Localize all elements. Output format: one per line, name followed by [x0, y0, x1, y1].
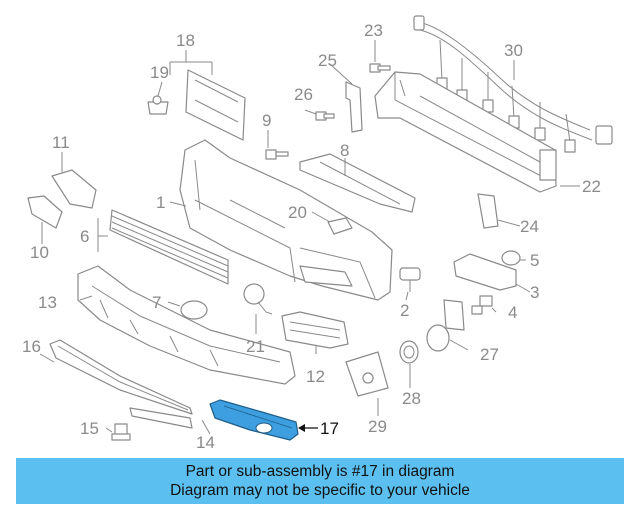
part-27-sensor — [426, 299, 465, 352]
part-23-bolt — [369, 63, 391, 73]
callouts: 1 2 3 4 5 6 7 8 9 10 11 12 13 14 15 16 1… — [22, 21, 601, 452]
part-8-upper-bracket — [299, 153, 416, 213]
part-11-bracket — [51, 169, 97, 209]
callout-16: 16 — [22, 337, 41, 356]
callout-5: 5 — [530, 251, 539, 270]
callout-6: 6 — [80, 227, 89, 246]
callout-1: 1 — [156, 193, 165, 212]
part-21-sensor-ring — [243, 283, 273, 315]
callout-11: 11 — [52, 133, 70, 152]
callout-30: 30 — [504, 41, 523, 60]
callout-9: 9 — [262, 111, 271, 130]
callout-17-highlighted: 17 — [320, 419, 339, 438]
callout-7: 7 — [152, 293, 161, 312]
callout-8: 8 — [340, 141, 349, 160]
callout-27: 27 — [480, 345, 499, 364]
callout-4: 4 — [508, 303, 517, 322]
info-banner: Part or sub-assembly is #17 in diagram D… — [16, 458, 624, 504]
leader-lines — [39, 40, 580, 435]
callout-26: 26 — [294, 85, 313, 104]
part-24-bracket — [477, 193, 499, 229]
part-15-screw — [111, 423, 131, 441]
part-5-grommet — [501, 250, 521, 266]
callout-2: 2 — [400, 301, 409, 320]
part-19-clip — [147, 95, 169, 115]
callout-29: 29 — [368, 417, 387, 436]
callout-18: 18 — [176, 31, 195, 50]
callout-22: 22 — [582, 177, 601, 196]
part-20-tow-cap — [327, 217, 353, 235]
callout-25: 25 — [318, 51, 337, 70]
part-7-emblem — [180, 300, 208, 320]
banner-line-2: Diagram may not be specific to your vehi… — [170, 482, 470, 499]
callout-14: 14 — [196, 433, 215, 452]
callout-10: 10 — [30, 243, 49, 262]
callout-15: 15 — [80, 419, 99, 438]
part-29-bracket — [345, 351, 389, 397]
part-4-bolt — [471, 295, 493, 315]
callout-12: 12 — [306, 367, 325, 386]
callout-24: 24 — [520, 217, 539, 236]
callout-21: 21 — [246, 337, 265, 356]
part-26-bolt — [315, 111, 335, 121]
part-25-bracket — [345, 81, 363, 133]
callout-19: 19 — [150, 63, 169, 82]
part-16-strip — [49, 339, 193, 415]
callout-23: 23 — [364, 21, 383, 40]
part-18-plate-bracket — [185, 69, 246, 141]
banner-line-1: Part or sub-assembly is #17 in diagram — [185, 463, 455, 480]
part-14-trim — [129, 407, 193, 429]
part-3-bracket — [453, 253, 517, 291]
part-10-bracket — [27, 195, 63, 229]
part-28-ring — [399, 340, 419, 364]
part-12-fog-grille — [281, 311, 349, 349]
part-2-bolt — [399, 267, 421, 292]
part-22-reinforcement — [374, 71, 557, 193]
part-9-bolt — [265, 149, 289, 160]
part-1-bumper-cover — [179, 139, 393, 301]
part-6-grille — [109, 209, 229, 285]
callout-20: 20 — [288, 203, 307, 222]
callout-13: 13 — [38, 293, 57, 312]
part-13-valance — [77, 265, 296, 385]
part-17-highlighted — [209, 399, 299, 441]
callout-28: 28 — [402, 389, 421, 408]
callout-3: 3 — [530, 283, 539, 302]
